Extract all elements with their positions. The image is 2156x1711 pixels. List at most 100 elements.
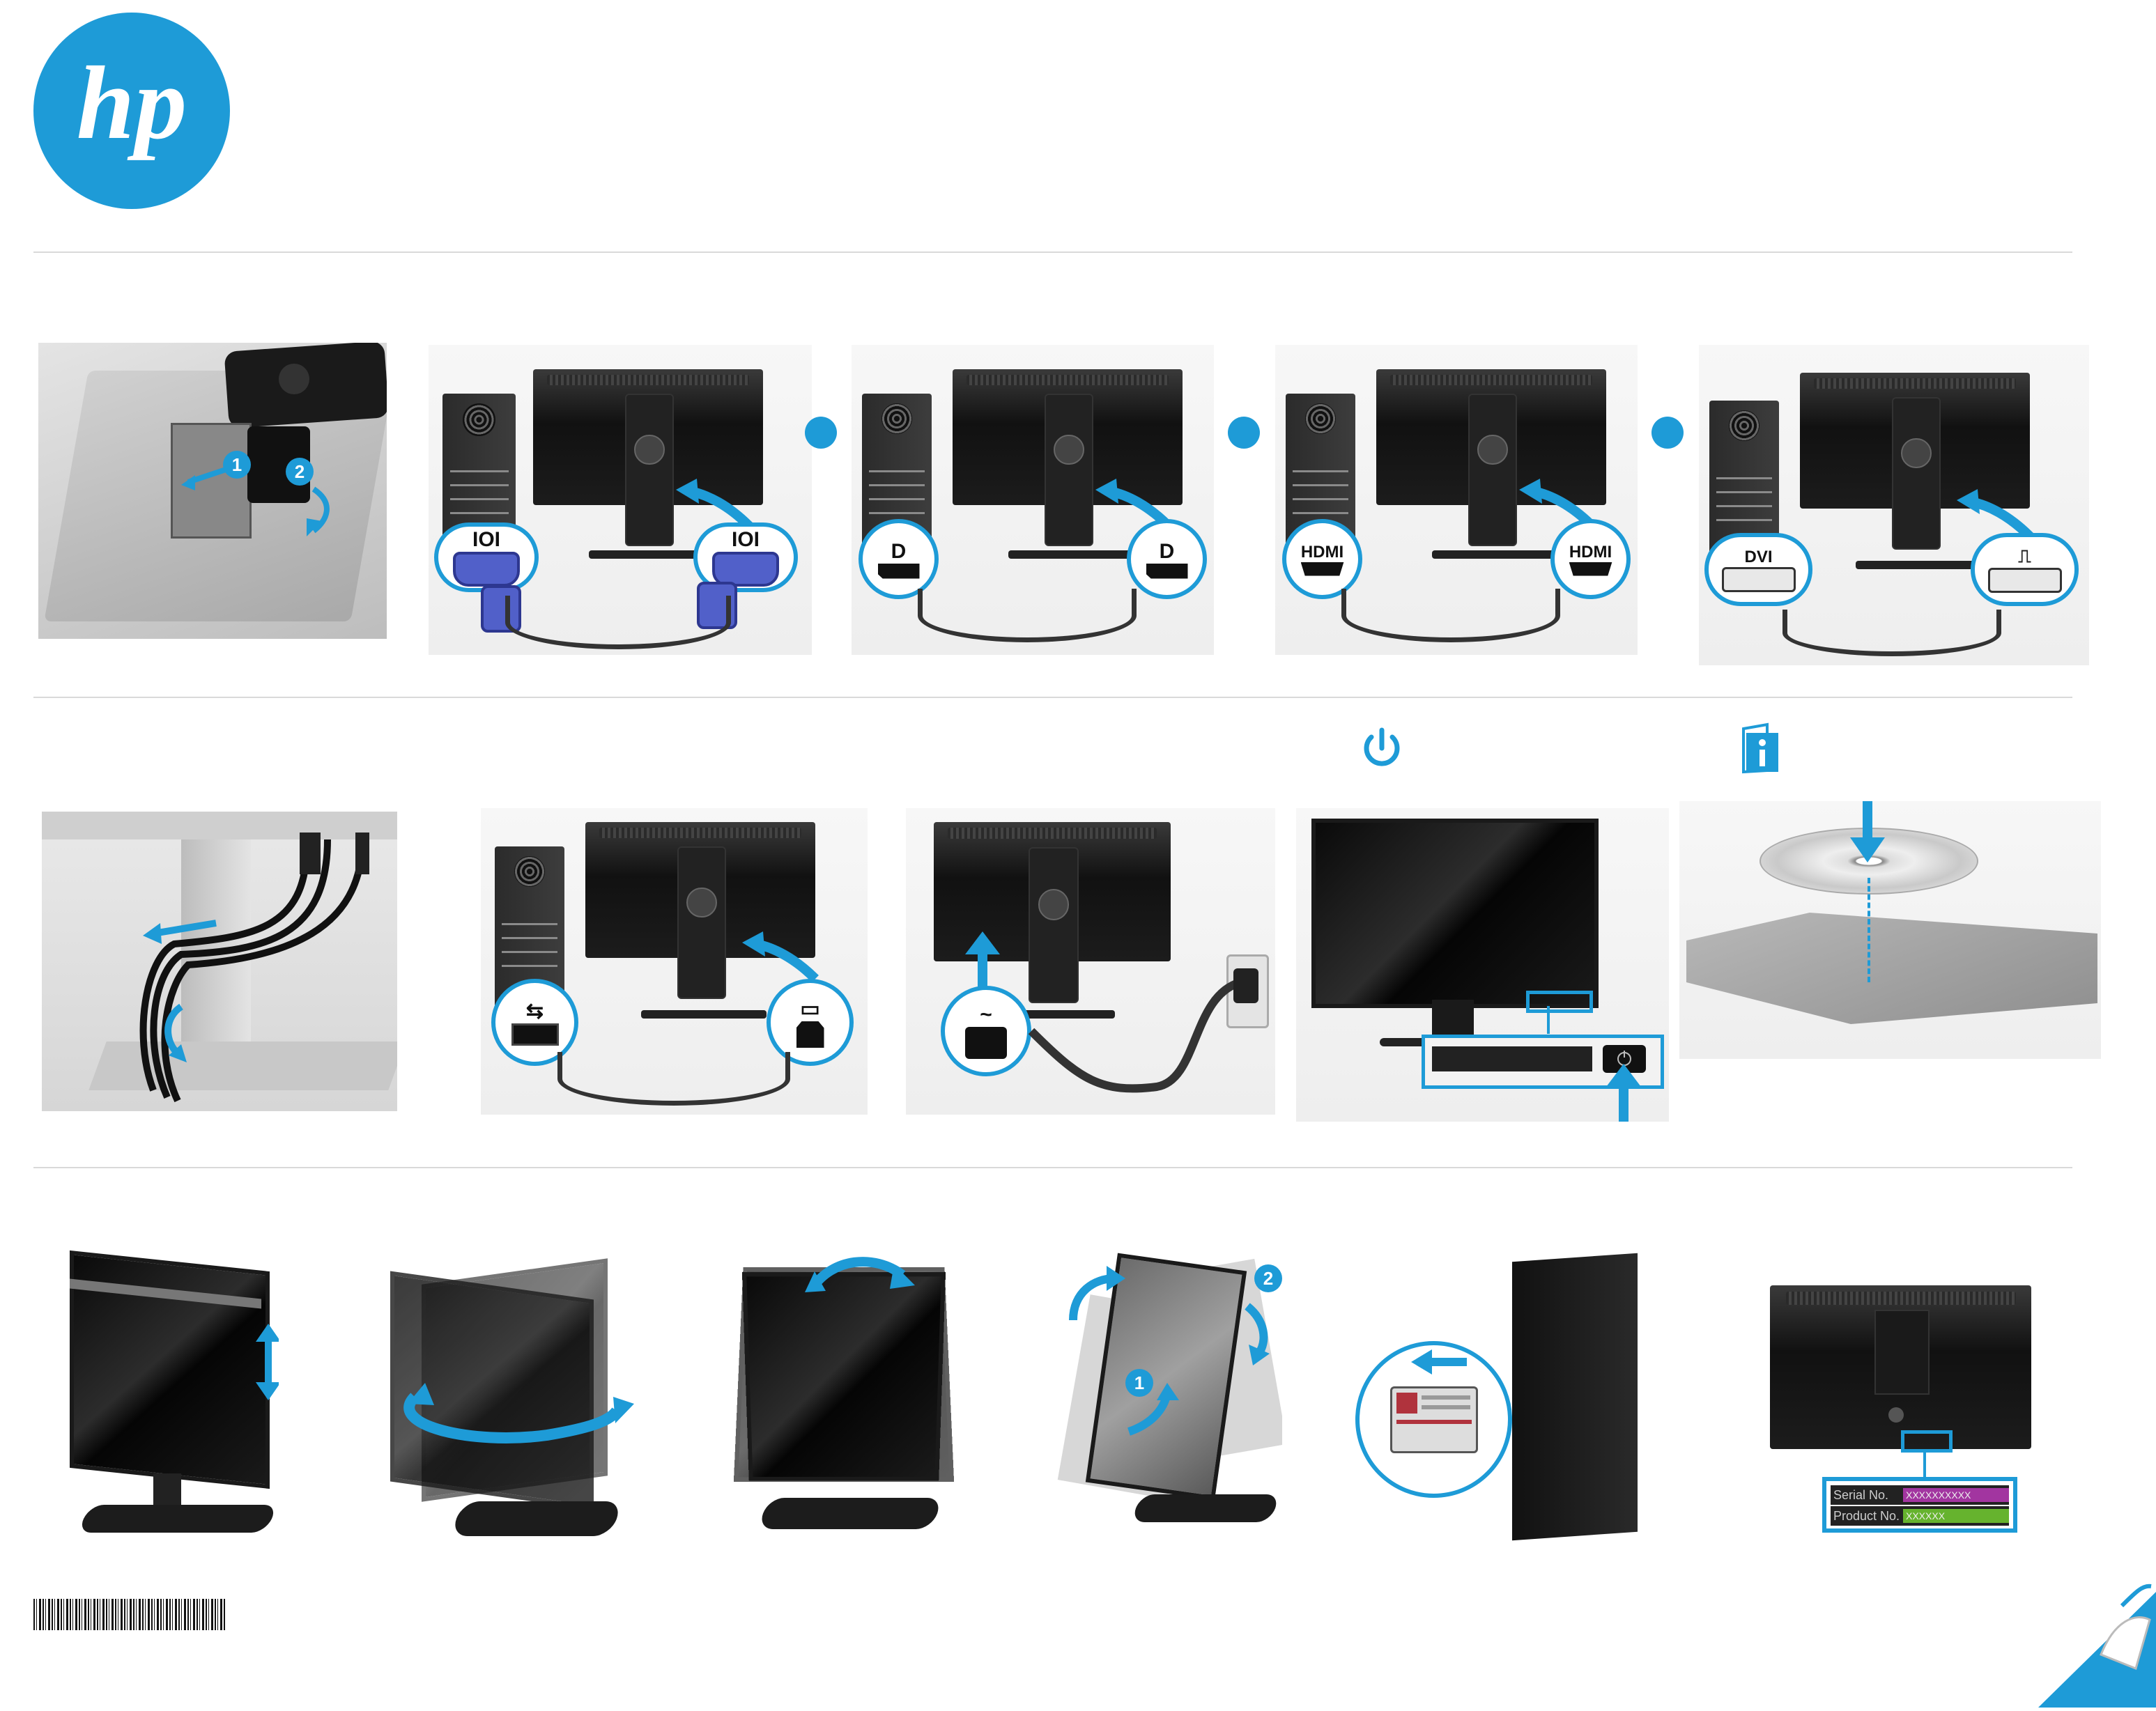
cable bbox=[918, 589, 1137, 642]
power-on-panel bbox=[1296, 808, 1669, 1122]
left-arrow-icon bbox=[1411, 1349, 1467, 1375]
pivot-illustration: 1 2 bbox=[1045, 1240, 1282, 1547]
usb-connection-panel: ⇆ ▭ bbox=[481, 808, 868, 1115]
power-cord-icon bbox=[1028, 968, 1258, 1093]
displayport-port-icon bbox=[877, 563, 920, 579]
info-card-illustration bbox=[1352, 1247, 1679, 1547]
tilt-illustration bbox=[725, 1251, 955, 1550]
ac-symbol: ~ bbox=[980, 1003, 992, 1026]
usb-b-port-icon bbox=[796, 1021, 824, 1048]
up-arrow-icon bbox=[1606, 1064, 1641, 1122]
height-adjust-illustration bbox=[56, 1247, 279, 1547]
hdmi-monitor-callout: HDMI bbox=[1550, 519, 1631, 599]
monitor-rear bbox=[934, 822, 1171, 1003]
monitor-front bbox=[1311, 819, 1599, 1008]
hdmi-port-icon bbox=[1569, 562, 1612, 576]
monitor-rear bbox=[1376, 369, 1606, 546]
button-area-highlight bbox=[1526, 991, 1593, 1013]
label-callout: Serial No. XXXXXXXXXX Product No. XXXXXX bbox=[1822, 1477, 2017, 1533]
divider-middle bbox=[33, 697, 2072, 698]
dp-computer-callout: D bbox=[858, 519, 939, 599]
serial-label-illustration: Serial No. XXXXXXXXXX Product No. XXXXXX bbox=[1756, 1251, 2111, 1550]
vga-port-icon bbox=[453, 552, 520, 587]
barcode bbox=[33, 1599, 225, 1630]
dvi-port-icon bbox=[1721, 566, 1796, 592]
tilt-arrow-icon bbox=[805, 1257, 915, 1292]
disc-insert-panel bbox=[1679, 801, 2101, 1059]
hp-logo-icon: hp bbox=[33, 13, 230, 209]
usb-a-port-icon bbox=[511, 1023, 559, 1046]
swivel-illustration bbox=[373, 1251, 638, 1550]
down-arrow-icon bbox=[1850, 801, 1885, 862]
connect-arrow-icon bbox=[1957, 489, 2033, 540]
option-dot bbox=[805, 417, 837, 449]
dvi-symbol-icon: ⎍ bbox=[2018, 546, 2031, 567]
dvi-computer-callout: DVI bbox=[1704, 533, 1812, 606]
monitor-rear bbox=[585, 822, 815, 999]
vga-connection-panel: IOI IOI bbox=[429, 345, 812, 655]
cable bbox=[1341, 589, 1560, 642]
dp-monitor-callout: D bbox=[1127, 519, 1207, 599]
divider-bottom bbox=[33, 1167, 2072, 1168]
info-card bbox=[1389, 1386, 1478, 1453]
dvi-label: DVI bbox=[1744, 547, 1773, 566]
monitor-rear bbox=[1770, 1285, 2031, 1449]
product-value: XXXXXX bbox=[1903, 1509, 2009, 1523]
up-down-arrow-icon bbox=[256, 1324, 279, 1400]
monitor-rear bbox=[533, 369, 763, 546]
hdmi-computer-callout: HDMI bbox=[1282, 519, 1362, 599]
label-highlight bbox=[1901, 1430, 1953, 1453]
power-inlet-icon bbox=[965, 1027, 1007, 1059]
connect-arrow-icon bbox=[742, 931, 819, 982]
pivot-arrows-icon bbox=[1069, 1266, 1270, 1436]
serial-label: Serial No. bbox=[1833, 1487, 1889, 1502]
displayport-port-icon bbox=[1146, 563, 1188, 579]
up-arrow-icon bbox=[965, 931, 1000, 989]
usb-upstream-symbol: ▭ bbox=[800, 998, 820, 1021]
step-number-2: 2 bbox=[286, 458, 314, 486]
cable bbox=[505, 596, 731, 649]
usb-monitor-callout: ▭ bbox=[767, 979, 854, 1066]
hdmi-label: HDMI bbox=[1569, 542, 1612, 562]
vga-label: IOI bbox=[472, 528, 500, 551]
page-turn-icon[interactable] bbox=[2031, 1578, 2156, 1708]
step-number-2: 2 bbox=[1254, 1264, 1282, 1292]
info-card-callout bbox=[1355, 1341, 1512, 1498]
displayport-connection-panel: D D bbox=[852, 345, 1214, 655]
hp-logo: hp bbox=[33, 13, 230, 209]
power-inlet-callout: ~ bbox=[941, 986, 1031, 1076]
arrows-icon bbox=[181, 465, 330, 536]
option-dot bbox=[1651, 417, 1684, 449]
hdmi-label: HDMI bbox=[1300, 542, 1344, 562]
hdmi-connection-panel: HDMI HDMI bbox=[1275, 345, 1638, 655]
hdmi-port-icon bbox=[1300, 562, 1344, 576]
svg-text:hp: hp bbox=[77, 45, 187, 161]
swivel-arrow-icon bbox=[403, 1383, 634, 1443]
disc-tray bbox=[1686, 913, 2097, 1024]
dvi-port-icon bbox=[1987, 568, 2062, 593]
vga-label: IOI bbox=[731, 528, 760, 551]
displayport-label: D bbox=[1159, 539, 1175, 563]
step-number-1: 1 bbox=[223, 451, 251, 479]
power-connection-panel: ~ bbox=[906, 808, 1275, 1115]
vga-monitor-callout: IOI bbox=[693, 522, 798, 592]
dvi-connection-panel: DVI ⎍ bbox=[1699, 345, 2089, 665]
cable bbox=[557, 1052, 790, 1106]
cable bbox=[1782, 610, 2001, 656]
cables-icon bbox=[139, 833, 369, 1103]
serial-value: XXXXXXXXXX bbox=[1903, 1488, 2009, 1502]
power-icon bbox=[1357, 725, 1406, 773]
monitor-rear bbox=[953, 369, 1183, 546]
usb-symbol: ⇆ bbox=[525, 1000, 544, 1023]
connect-arrow-icon bbox=[676, 479, 753, 529]
step-number-1: 1 bbox=[1125, 1369, 1153, 1397]
divider-top bbox=[33, 251, 2072, 253]
info-icon bbox=[1739, 722, 1784, 775]
displayport-label: D bbox=[891, 539, 907, 563]
stand-attach-illustration: 1 2 bbox=[38, 343, 387, 639]
monitor-rear bbox=[1800, 373, 2030, 550]
vga-computer-callout: IOI bbox=[434, 522, 539, 592]
dvi-monitor-callout: ⎍ bbox=[1971, 533, 2079, 606]
cable-management-illustration bbox=[42, 812, 397, 1111]
vga-port-icon bbox=[712, 552, 779, 587]
